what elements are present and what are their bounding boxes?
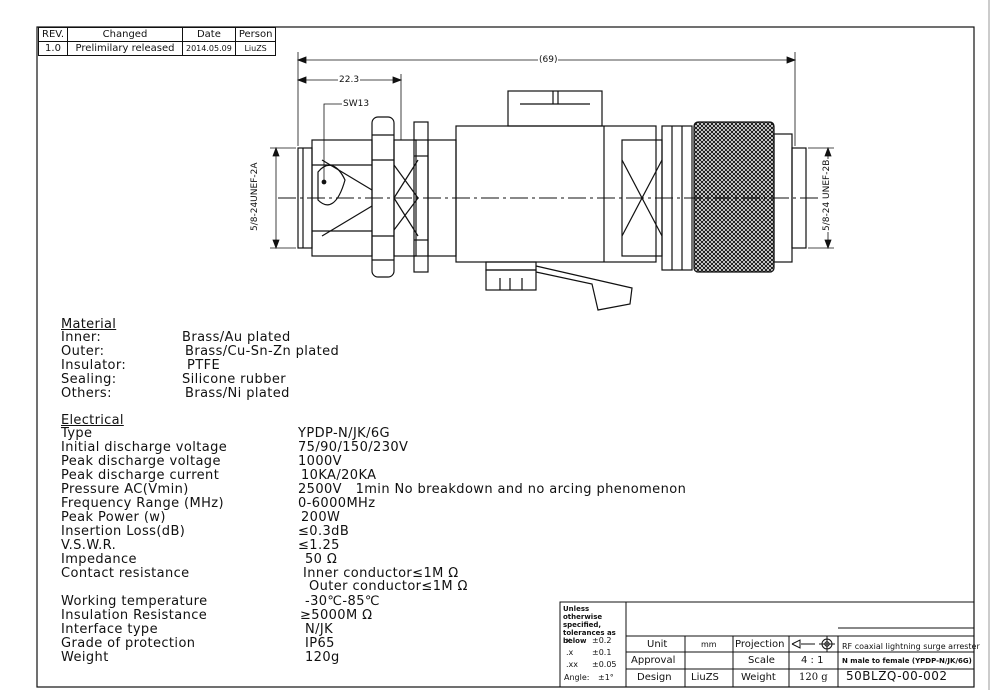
dim-nut-offset: 22.3	[338, 75, 361, 85]
elec-value-peak-power: 200W	[301, 510, 341, 525]
elec-value-outer-conductor: Outer conductor≤1M Ω	[309, 579, 468, 594]
elec-label-peak-power: Peak Power (w)	[61, 510, 166, 525]
material-label-inner: Inner:	[61, 330, 102, 345]
dim-overall-length: (69)	[538, 55, 559, 65]
elec-label-peak-current: Peak discharge current	[61, 468, 220, 483]
tol-label-dxx: .xx	[566, 660, 579, 669]
material-value-insulator: PTFE	[187, 358, 221, 373]
design-label: Design	[637, 672, 672, 683]
tol-label-angle: Angle:	[564, 673, 590, 682]
weight-value: 120 g	[799, 672, 828, 683]
changed-value: Prelimilary released	[67, 41, 183, 56]
elec-label-vswr: V.S.W.R.	[61, 538, 117, 553]
electrical-title: Electrical	[61, 413, 124, 428]
drawing-number: 50BLZQ-00-002	[846, 669, 948, 683]
knurled-coupling-nut	[693, 121, 775, 273]
unit-value: mm	[701, 640, 717, 649]
projection-label: Projection	[735, 639, 785, 650]
revision-table: REV. Changed Date Person 1.0 Prelimilary…	[38, 27, 277, 56]
material-label-sealing: Sealing:	[61, 372, 117, 387]
elec-label-insulation: Insulation Resistance	[61, 608, 208, 623]
elec-label-peak-voltage: Peak discharge voltage	[61, 454, 221, 469]
arrester-housing	[455, 125, 657, 263]
tol-value-dxx: ±0.05	[592, 660, 617, 669]
elec-value-vswr: ≤1.25	[298, 538, 340, 553]
elec-label-protection: Grade of protection	[61, 636, 196, 651]
tol-value-angle: ±1°	[598, 673, 614, 682]
elec-value-type: YPDP-N/JK/6G	[298, 426, 391, 441]
approval-label: Approval	[631, 655, 676, 666]
elec-label-working-temp: Working temperature	[61, 594, 208, 609]
elec-label-pressure: Pressure AC(Vmin)	[61, 482, 189, 497]
elec-label-weight: Weight	[61, 650, 109, 665]
elec-label-impedance: Impedance	[61, 552, 137, 567]
elec-value-peak-current: 10KA/20KA	[301, 468, 377, 483]
elec-label-insertion-loss: Insertion Loss(dB)	[61, 524, 186, 539]
material-value-outer: Brass/Cu-Sn-Zn plated	[185, 344, 340, 359]
elec-label-interface: Interface type	[61, 622, 158, 637]
elec-label-initial-discharge: Initial discharge voltage	[61, 440, 228, 455]
material-value-sealing: Silicone rubber	[182, 372, 286, 387]
elec-value-insertion-loss: ≤0.3dB	[298, 524, 350, 539]
material-label-others: Others:	[61, 386, 112, 401]
tol-value-dx: ±0.1	[592, 648, 612, 657]
dim-right-thread: 5/8-24 UNEF-2B	[822, 158, 832, 232]
elec-value-initial-discharge: 75/90/150/230V	[298, 440, 409, 455]
elec-value-working-temp: -30℃-85℃	[305, 594, 380, 609]
elec-value-frequency: 0-6000MHz	[298, 496, 376, 511]
material-value-inner: Brass/Au plated	[182, 330, 291, 345]
revision-row: 1.0 Prelimilary released 2014.05.09 LiuZ…	[38, 41, 277, 56]
title-block-frame	[559, 601, 975, 688]
design-value: LiuZS	[691, 672, 719, 683]
material-label-outer: Outer:	[61, 344, 105, 359]
material-value-others: Brass/Ni plated	[185, 386, 290, 401]
scale-label: Scale	[748, 655, 775, 666]
ground-terminal	[485, 269, 537, 291]
scale-value: 4 : 1	[801, 655, 824, 666]
elec-label-type: Type	[61, 426, 93, 441]
elec-value-weight: 120g	[305, 650, 340, 665]
dim-left-thread: 5/8-24UNEF-2A	[250, 161, 260, 232]
tol-label-x: x	[566, 636, 571, 645]
revision-header-row: REV. Changed Date Person	[38, 27, 277, 42]
person-value: LiuZS	[234, 41, 277, 56]
weight-label: Weight	[741, 672, 776, 683]
product-description: N male to female (YPDP-N/JK/6G)	[842, 657, 972, 665]
material-title: Material	[61, 317, 117, 332]
elec-value-interface: N/JK	[305, 622, 334, 637]
dim-wrench-size: SW13	[342, 99, 371, 109]
projection-symbol	[791, 636, 835, 652]
material-label-insulator: Insulator:	[61, 358, 127, 373]
sheet-border	[36, 26, 975, 688]
elec-label-frequency: Frequency Range (MHz)	[61, 496, 224, 511]
hex-nut	[371, 116, 395, 278]
elec-value-impedance: 50 Ω	[305, 552, 338, 567]
elec-value-insulation: ≥5000M Ω	[300, 608, 373, 623]
discharge-cap	[507, 90, 603, 127]
elec-value-protection: IP65	[305, 636, 335, 651]
product-name: RF coaxial lightning surge arrester	[842, 642, 980, 651]
tol-value-x: ±0.2	[592, 636, 612, 645]
elec-value-peak-voltage: 1000V	[298, 454, 342, 469]
tol-label-dx: .x	[566, 648, 574, 657]
elec-value-pressure: 2500V 1min No breakdown and no arcing ph…	[298, 482, 687, 497]
tolerance-note: Unless otherwise specified, tolerances a…	[563, 605, 616, 645]
elec-value-inner-conductor: Inner conductor≤1M Ω	[303, 566, 459, 581]
elec-label-contact-resistance: Contact resistance	[61, 566, 190, 581]
unit-label: Unit	[647, 639, 668, 650]
date-value: 2014.05.09	[182, 41, 236, 56]
